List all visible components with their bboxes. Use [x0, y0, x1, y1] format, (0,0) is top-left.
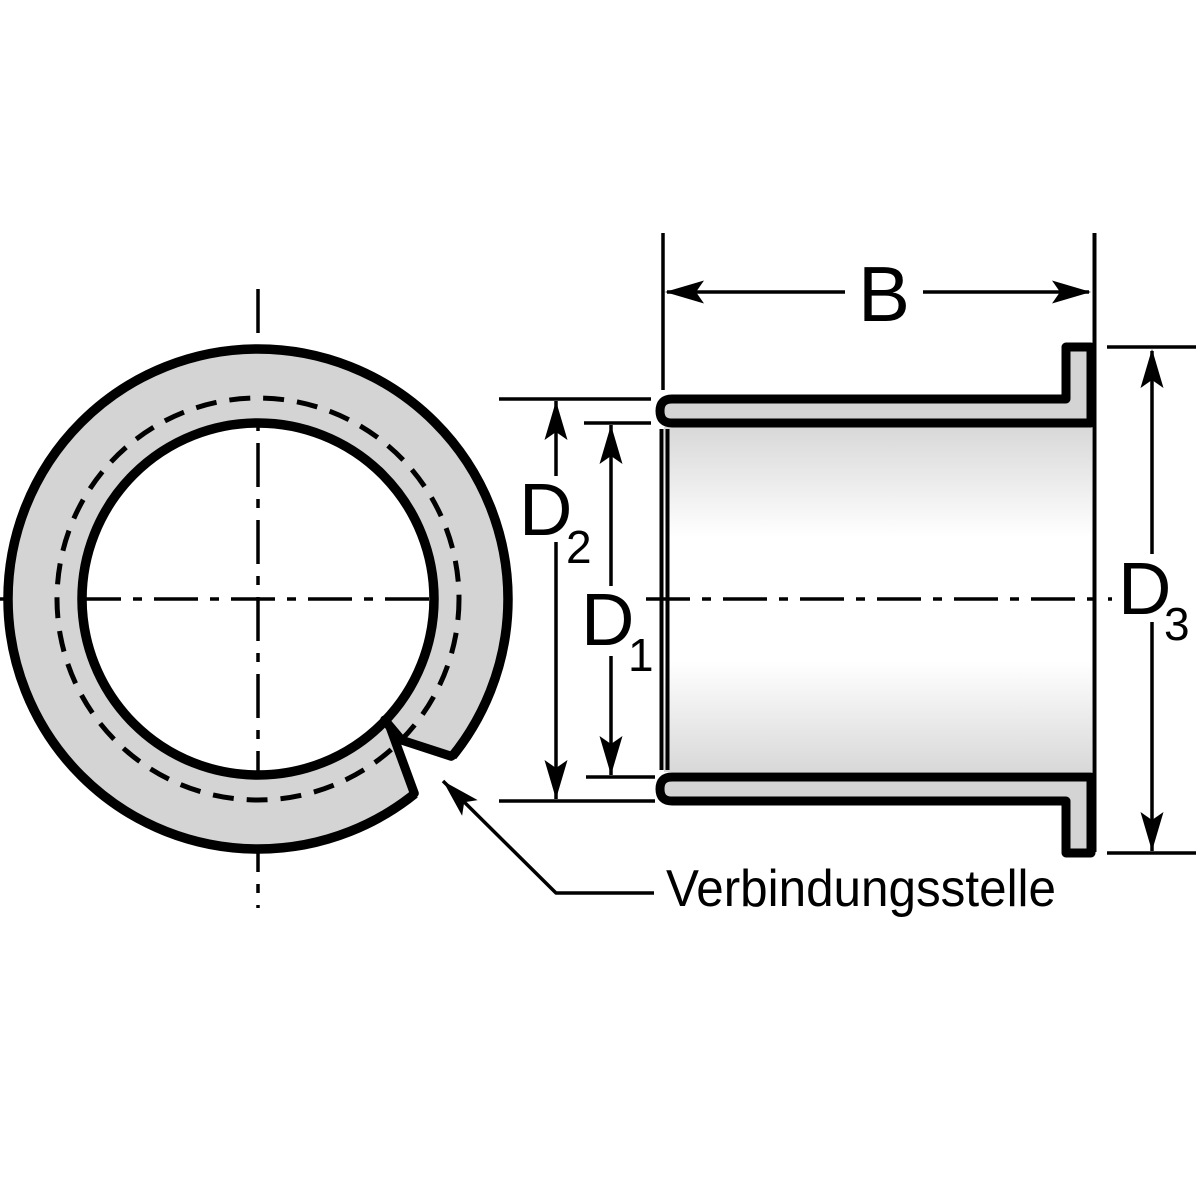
b-arrowhead-left	[665, 280, 704, 304]
b-arrowhead-right	[1052, 280, 1091, 304]
joint-annotation: Verbindungsstelle	[441, 779, 1056, 918]
front-view	[0, 289, 518, 908]
dimension-d2	[499, 397, 655, 803]
label-d2: D	[519, 468, 572, 551]
side-view	[646, 233, 1112, 858]
dimension-b	[661, 233, 1091, 390]
label-b: B	[858, 250, 910, 338]
label-d2-subscript: 2	[566, 521, 592, 573]
d3-arrowhead-top	[1140, 349, 1164, 388]
joint-leader-arrowhead	[443, 781, 478, 816]
label-d3-subscript: 3	[1164, 598, 1190, 650]
d1-arrowhead-top	[599, 425, 623, 464]
joint-leader-line	[441, 779, 654, 895]
label-d3: D	[1118, 547, 1171, 630]
ring-bore-circle	[77, 418, 439, 780]
d2-arrowhead-bottom	[544, 760, 568, 799]
dimension-d3	[1107, 345, 1196, 855]
d3-arrowhead-bottom	[1140, 812, 1164, 851]
side-bottom-wall-flange	[655, 772, 1096, 858]
dimension-d1	[584, 421, 655, 779]
side-top-wall-flange	[655, 342, 1096, 428]
d1-arrowhead-bottom	[599, 736, 623, 775]
d2-arrowhead-top	[544, 401, 568, 440]
label-d1: D	[581, 578, 634, 661]
joint-label: Verbindungsstelle	[666, 860, 1056, 918]
ring-outer-circle	[3, 344, 513, 854]
ring-d2-dashed-circle	[54, 395, 462, 803]
label-d1-subscript: 1	[628, 629, 654, 681]
joint-cut-face-right	[380, 715, 456, 761]
